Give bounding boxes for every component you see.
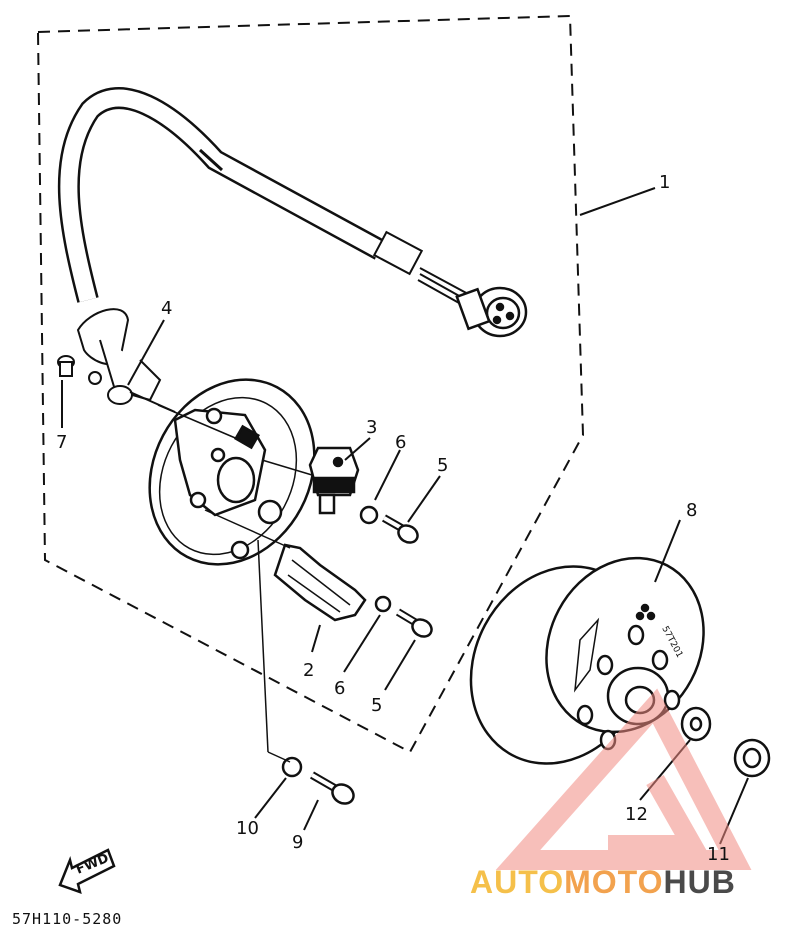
pickup-coil-3 (308, 446, 360, 515)
screw-5-upper (382, 514, 419, 544)
callout-10: 10 (236, 818, 259, 839)
watermark-moto: MOTO (564, 864, 664, 900)
screw-5-lower (395, 608, 433, 638)
callout-8: 8 (686, 500, 698, 521)
watermark-wordmark: AUTOMOTOHUB (470, 864, 736, 901)
washer-7 (88, 371, 102, 385)
callout-1: 1 (659, 172, 671, 193)
assembly-boundary (36, 14, 585, 754)
callout-3: 3 (366, 417, 378, 438)
grommet-clamp (76, 308, 176, 413)
nut-11 (733, 738, 771, 778)
callout-6-lower: 6 (334, 678, 346, 699)
screw-9 (310, 771, 355, 805)
callout-4: 4 (161, 298, 173, 319)
callout-12: 12 (625, 804, 648, 825)
watermark-hub: HUB (663, 864, 736, 900)
callout-5-upper: 5 (437, 455, 449, 476)
stator-plate (148, 378, 316, 566)
part-number: 57H110-5280 (12, 910, 123, 928)
fwd-arrow-icon: FWD (58, 848, 116, 894)
connector (455, 286, 528, 338)
cable-harness (57, 87, 471, 309)
washer-10 (281, 756, 303, 778)
flywheel-rotor-8 (469, 556, 705, 765)
callout-2: 2 (303, 660, 315, 681)
watermark-logo-icon (495, 688, 752, 870)
callout-6-upper: 6 (395, 432, 407, 453)
callout-5-lower: 5 (371, 695, 383, 716)
watermark-auto: AUTO (470, 864, 565, 900)
callout-9: 9 (292, 832, 304, 853)
axis-lines (157, 404, 313, 763)
leader-lines (61, 187, 749, 845)
callout-7: 7 (56, 432, 68, 453)
charging-coil-2 (273, 543, 367, 622)
washer-6-upper (359, 505, 379, 525)
screw-7 (57, 355, 75, 377)
washer-6-lower (374, 595, 392, 613)
callout-11: 11 (707, 844, 730, 865)
washer-12 (680, 706, 712, 742)
